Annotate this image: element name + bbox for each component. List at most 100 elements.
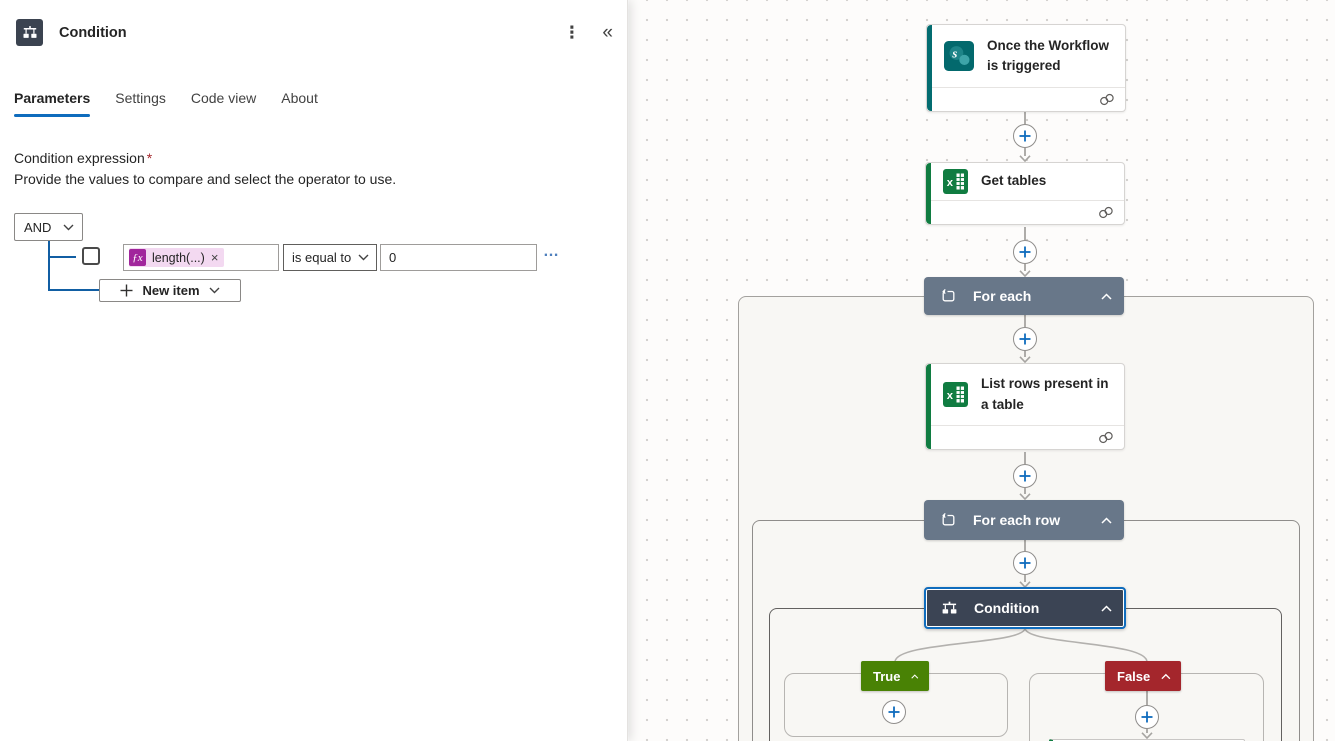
connector-line [1024, 227, 1026, 240]
row-more-options-button[interactable]: … [543, 243, 560, 260]
svg-text:x: x [947, 390, 954, 402]
condition-expression-description: Provide the values to compare and select… [14, 171, 397, 187]
tab-parameters[interactable]: Parameters [14, 90, 91, 117]
remove-token-button[interactable]: × [210, 250, 219, 265]
condition-scale-icon [942, 601, 957, 613]
node-title: Once the Workflow is triggered [987, 37, 1110, 73]
excel-icon: x [943, 382, 968, 407]
condition-detail-panel: Condition ⋮ « Parameters Settings Code v… [0, 0, 628, 741]
chevron-up-icon[interactable] [1101, 292, 1112, 300]
connector-line [1024, 110, 1026, 124]
false-branch-badge[interactable]: False [1105, 661, 1181, 691]
arrow-down-icon [1019, 493, 1031, 500]
connection-link-icon[interactable] [1098, 431, 1114, 444]
chevron-up-icon[interactable] [1101, 604, 1112, 612]
condition-tree-line [48, 289, 99, 291]
operator-dropdown[interactable]: is equal to [283, 244, 377, 271]
arrow-down-icon [1019, 270, 1031, 277]
action-card-get-tables[interactable]: x Get tables [925, 162, 1125, 225]
tab-code-view[interactable]: Code view [190, 90, 257, 106]
connector-line [1024, 540, 1026, 551]
condition-tree-line [48, 256, 76, 258]
operand2-field [380, 244, 537, 271]
chevron-up-icon[interactable] [911, 673, 919, 680]
tab-settings[interactable]: Settings [115, 90, 166, 106]
connector-line [1146, 691, 1148, 705]
connector-line [1024, 148, 1026, 156]
connector-line [1024, 264, 1026, 271]
plus-icon [1019, 246, 1031, 258]
connector-line [1024, 488, 1026, 494]
plus-icon [888, 706, 900, 718]
chevron-up-icon[interactable] [1161, 673, 1171, 680]
fx-icon: ƒx [129, 249, 146, 266]
node-title: List rows present in a table [981, 376, 1109, 412]
branch-connector-curves [894, 627, 1148, 663]
trigger-card[interactable]: s Once the Workflow is triggered [926, 24, 1126, 112]
arrow-down-icon [1141, 732, 1153, 739]
node-title: Condition [974, 600, 1040, 616]
plus-icon [1019, 557, 1031, 569]
more-menu-button[interactable]: ⋮ [563, 23, 581, 42]
connector-line [1146, 729, 1148, 733]
expression-token-label: length(...) [152, 250, 205, 265]
add-action-button[interactable] [1013, 327, 1037, 351]
connector-line [1024, 452, 1026, 464]
plus-icon [1019, 130, 1031, 142]
svg-text:s: s [951, 47, 957, 61]
node-title: Get tables [981, 173, 1047, 189]
operand2-input[interactable] [381, 245, 536, 270]
card-accent-bar [927, 25, 932, 111]
add-action-button[interactable] [1135, 705, 1159, 729]
card-accent-bar [926, 163, 931, 224]
node-title: For each row [973, 512, 1061, 528]
connection-link-icon[interactable] [1099, 93, 1115, 106]
for-each-scope-header[interactable]: For each [924, 277, 1124, 315]
condition-scale-icon [16, 19, 43, 46]
card-accent-bar [926, 364, 931, 449]
active-tab-underline [14, 114, 91, 117]
condition-row-checkbox[interactable] [82, 247, 100, 265]
loop-icon [942, 512, 955, 525]
add-action-button[interactable] [1013, 124, 1037, 148]
operand1-field[interactable]: ƒx length(...) × [123, 244, 279, 271]
action-card-list-rows[interactable]: x List rows present in a table [925, 363, 1125, 450]
for-each-row-scope-header[interactable]: For each row [924, 500, 1124, 540]
collapse-panel-button[interactable]: « [602, 22, 613, 43]
add-action-button[interactable] [1013, 464, 1037, 488]
add-action-button[interactable] [882, 700, 906, 724]
condition-tree-line [48, 241, 50, 290]
tab-about[interactable]: About [281, 90, 318, 106]
add-action-button[interactable] [1013, 240, 1037, 264]
add-action-button[interactable] [1013, 551, 1037, 575]
plus-icon [1019, 470, 1031, 482]
sharepoint-icon: s [944, 41, 974, 71]
panel-header: Condition [16, 19, 127, 46]
excel-icon: x [943, 169, 968, 194]
chevron-up-icon[interactable] [1101, 516, 1112, 524]
arrow-down-icon [1019, 155, 1031, 162]
connector-line [1024, 315, 1026, 327]
page-title: Condition [59, 24, 127, 41]
loop-icon [942, 288, 955, 301]
expression-token-pill[interactable]: ƒx length(...) × [129, 248, 225, 267]
plus-icon [1019, 333, 1031, 345]
required-asterisk: * [146, 150, 153, 166]
panel-tabs: Parameters Settings Code view About [14, 90, 318, 117]
group-operator-dropdown[interactable]: AND [14, 213, 83, 241]
true-branch-badge[interactable]: True [861, 661, 929, 691]
svg-text:x: x [947, 177, 954, 189]
connector-line [1024, 575, 1026, 582]
workflow-canvas[interactable]: s Once the Workflow is triggered [629, 0, 1335, 741]
plus-icon [120, 284, 133, 297]
arrow-down-icon [1019, 356, 1031, 363]
new-item-button[interactable]: New item [99, 279, 241, 302]
connector-line [1024, 351, 1026, 357]
plus-icon [1141, 711, 1153, 723]
next-action-card-partial[interactable] [1049, 739, 1245, 741]
condition-node-header-selected[interactable]: Condition [924, 587, 1126, 629]
condition-expression-label: Condition expression* [14, 150, 153, 166]
connection-link-icon[interactable] [1098, 206, 1114, 219]
chevron-down-icon [358, 254, 369, 261]
chevron-down-icon [63, 224, 74, 230]
